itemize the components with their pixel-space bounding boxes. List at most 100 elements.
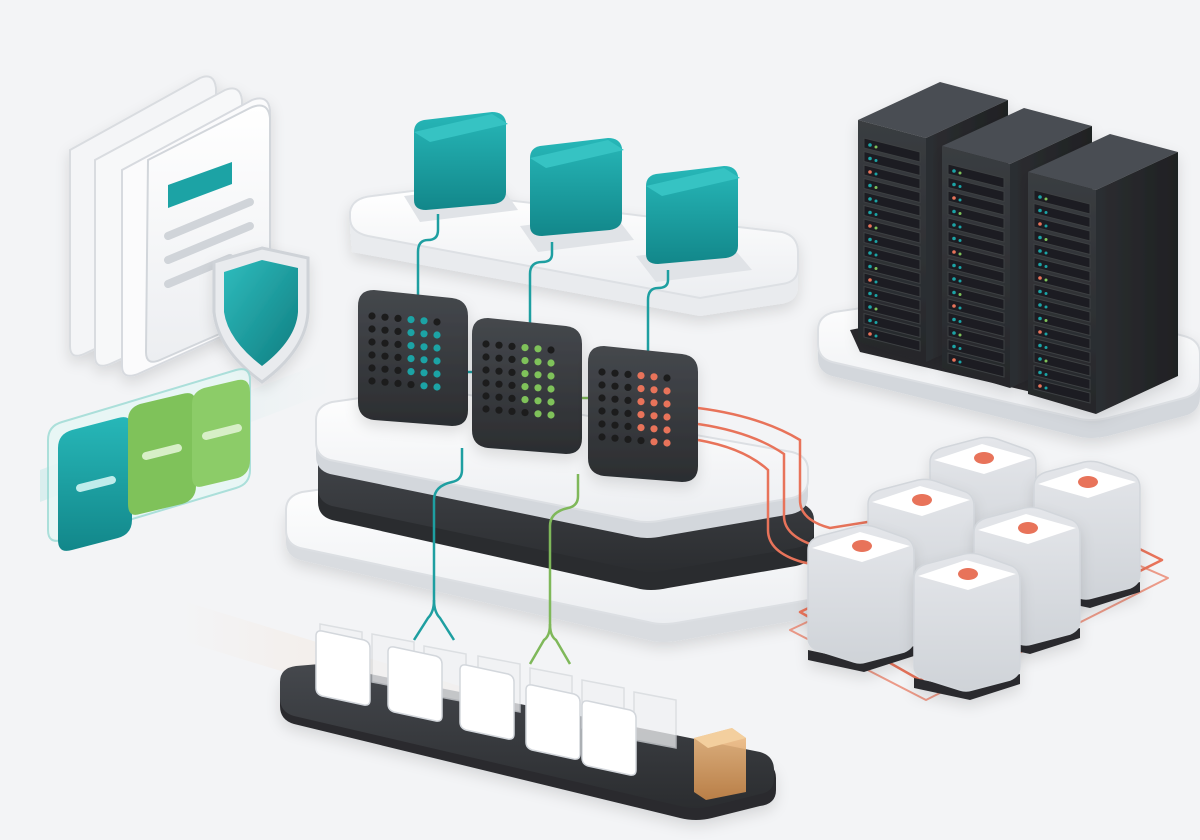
status-led <box>1038 208 1042 213</box>
rack-slot <box>1033 229 1091 256</box>
rack-slot <box>1033 256 1091 283</box>
queue-block <box>525 684 581 760</box>
rack-slot <box>863 164 921 190</box>
status-led <box>868 332 872 336</box>
status-led <box>1038 249 1042 253</box>
status-led <box>868 251 872 255</box>
rack-slot <box>863 218 921 244</box>
status-led <box>874 186 878 189</box>
node-indicator <box>958 568 978 580</box>
chip-led <box>495 393 503 401</box>
chip-led <box>650 386 658 394</box>
status-led <box>1044 211 1048 214</box>
chip-led <box>420 317 428 325</box>
node-indicator <box>974 452 994 464</box>
chip-led <box>495 367 503 375</box>
status-led <box>1038 370 1042 375</box>
status-led <box>874 321 878 324</box>
storage-node-icon <box>807 524 915 672</box>
chip-led <box>547 372 555 380</box>
chip-led <box>482 405 490 413</box>
rack-slot <box>1033 202 1091 229</box>
queue-block <box>459 664 515 740</box>
chip-led <box>508 342 516 350</box>
rack-slot <box>1033 270 1091 296</box>
node-indicator <box>1078 476 1098 488</box>
pipeline-stage-green-2 <box>192 379 250 487</box>
chip-led <box>624 409 632 417</box>
chip-led <box>394 314 402 322</box>
chip-led <box>547 398 555 406</box>
rack-slot <box>947 203 1005 230</box>
status-led <box>958 293 962 296</box>
rack-slot <box>863 177 921 204</box>
rack-slot <box>1033 378 1091 404</box>
chip-led <box>611 408 619 416</box>
status-led <box>1038 262 1042 267</box>
status-led <box>868 170 872 174</box>
rack-slot <box>947 325 1005 351</box>
status-led <box>1038 357 1042 361</box>
chip-led <box>650 399 658 407</box>
chip-led <box>495 354 503 362</box>
chip-led <box>381 352 389 360</box>
chip-led <box>624 370 632 378</box>
status-led <box>958 347 962 350</box>
rack-slot <box>1033 297 1091 323</box>
rack-slot <box>863 299 921 325</box>
chip-led <box>650 425 658 433</box>
chip-led <box>495 406 503 414</box>
status-led <box>952 250 956 254</box>
status-led <box>1044 197 1048 201</box>
chip-led <box>368 377 376 385</box>
chip-led <box>637 437 645 445</box>
status-led <box>868 291 872 296</box>
status-led <box>952 304 956 308</box>
message-queue <box>180 600 776 820</box>
queue-block <box>581 700 637 776</box>
rack-slot <box>947 244 1005 270</box>
rack-slot <box>947 176 1005 203</box>
status-led <box>874 307 878 311</box>
chip-led <box>663 439 671 447</box>
chip-led <box>637 385 645 393</box>
chip-led <box>521 396 529 404</box>
chip-led <box>598 407 606 415</box>
rack-slot <box>1033 216 1091 242</box>
status-led <box>952 290 956 295</box>
status-led <box>874 172 878 176</box>
chip-led <box>482 353 490 361</box>
chip-led <box>407 342 415 350</box>
status-led <box>952 358 956 362</box>
rack-slot <box>947 311 1005 338</box>
rack-slot <box>1033 364 1091 391</box>
chip-led <box>521 409 529 417</box>
chip-led <box>368 364 376 372</box>
status-led <box>1044 332 1048 336</box>
chip-led <box>624 396 632 404</box>
chip-led <box>650 373 658 381</box>
rack-slot <box>1033 351 1091 377</box>
status-led <box>868 210 872 215</box>
node-indicator <box>912 494 932 506</box>
rack-slot <box>863 245 921 271</box>
chip-led <box>547 411 555 419</box>
status-led <box>952 169 956 173</box>
chip-led <box>611 421 619 429</box>
chip-led <box>521 344 529 352</box>
chip-led <box>482 392 490 400</box>
status-led <box>1038 316 1042 321</box>
chip-led <box>433 344 441 352</box>
chip-led <box>433 331 441 339</box>
chip-led <box>368 338 376 346</box>
chip-led <box>598 381 606 389</box>
status-led <box>1044 346 1048 349</box>
status-led <box>1044 251 1048 255</box>
chip-led <box>381 365 389 373</box>
status-led <box>958 239 962 242</box>
rack-slot <box>863 231 921 258</box>
status-led <box>868 318 872 323</box>
status-led <box>952 182 956 187</box>
chip-led <box>663 387 671 395</box>
rack-slot <box>947 352 1005 378</box>
